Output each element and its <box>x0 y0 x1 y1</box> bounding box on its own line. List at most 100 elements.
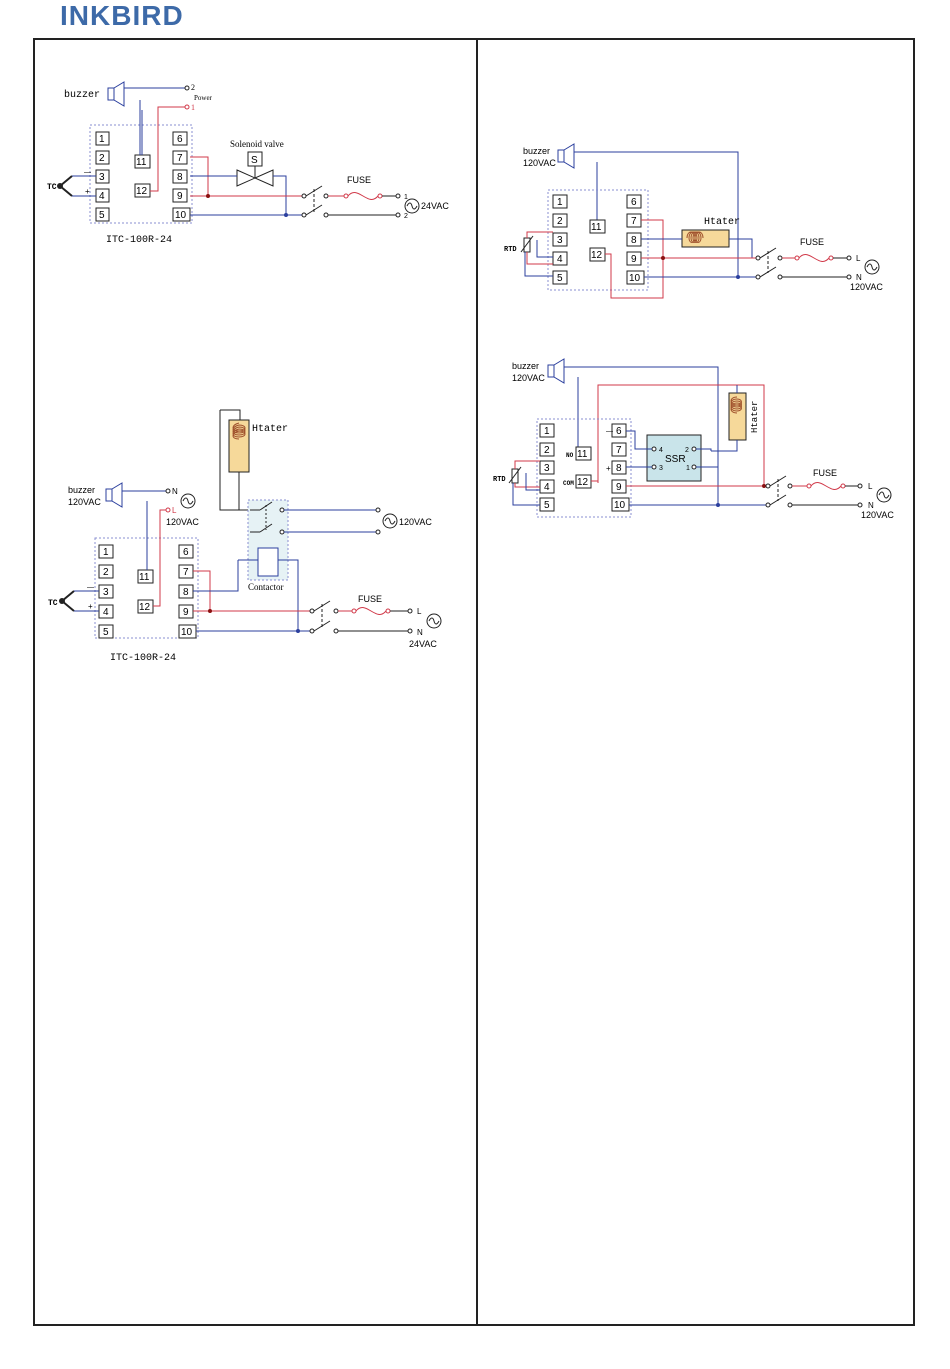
svg-text:10: 10 <box>629 273 641 284</box>
ac-source-icon <box>180 493 196 509</box>
terminal-block-left: 1 2 3 4 5 <box>552 194 568 285</box>
ssr-minus: — <box>606 428 613 435</box>
wiring-diagram-ssr: buzzer 120VAC Htater 1 2 3 4 5 6 7 8 9 1… <box>493 358 894 520</box>
supply-terminal-2: 2 <box>404 213 408 220</box>
contactor-label: Contactor <box>248 582 284 592</box>
supply-voltage: 120VAC <box>850 282 883 292</box>
supply-terminal-1: 1 <box>404 194 408 201</box>
rtd-sensor-icon <box>508 460 540 506</box>
svg-text:2: 2 <box>544 445 550 456</box>
heater-icon <box>681 229 730 248</box>
ssr-icon <box>646 434 702 482</box>
sensor-label: RTD <box>504 246 517 254</box>
svg-text:5: 5 <box>99 210 105 221</box>
svg-text:6: 6 <box>177 134 183 145</box>
sensor-label: TC <box>48 599 58 608</box>
svg-text:3: 3 <box>103 587 109 598</box>
controller-outline <box>547 189 649 291</box>
ac-source-icon <box>864 259 880 275</box>
buzzer-voltage: 120VAC <box>68 497 101 507</box>
fuse-icon <box>794 254 834 262</box>
buzzer-label: buzzer <box>523 146 550 156</box>
svg-text:6: 6 <box>616 426 622 437</box>
svg-text:4: 4 <box>557 254 563 265</box>
ssr-terminal-2: 2 <box>685 447 689 454</box>
buzzer-label: buzzer <box>512 361 539 371</box>
buzzer-label: buzzer <box>68 485 95 495</box>
svg-text:2: 2 <box>557 216 563 227</box>
supply-voltage: 24VAC <box>409 639 437 649</box>
svg-text:9: 9 <box>631 254 637 265</box>
sensor-label: RTD <box>493 476 506 484</box>
svg-text:4: 4 <box>99 191 105 202</box>
solenoid-valve-label: Solenoid valve <box>230 139 284 149</box>
model-label: ITC-100R-24 <box>110 653 176 664</box>
supply-l-label: L <box>868 482 873 491</box>
svg-text:6: 6 <box>183 547 189 558</box>
svg-text:2: 2 <box>103 567 109 578</box>
supply-l-label: L <box>856 254 861 263</box>
sensor-minus: — <box>87 584 94 591</box>
ac-source-icon <box>382 513 398 529</box>
fuse-label: FUSE <box>800 237 824 247</box>
terminal-block-middle: 11 12 <box>589 219 606 262</box>
fuse-icon <box>351 607 391 615</box>
wiring-diagram-rtd-heater: buzzer 120VAC 1 2 3 4 5 6 7 8 9 10 11 12… <box>504 143 883 299</box>
fuse-icon <box>343 192 383 200</box>
svg-text:12: 12 <box>591 250 603 261</box>
terminal-block-left: 1 2 3 4 5 <box>98 544 114 639</box>
ssr-terminal-3: 3 <box>659 465 663 472</box>
terminal-block-middle: 11 12 <box>134 154 151 198</box>
terminal-block-middle: 11 12 <box>575 446 592 489</box>
fuse-label: FUSE <box>347 175 371 185</box>
ac-source-icon <box>876 487 892 503</box>
svg-text:1: 1 <box>544 426 550 437</box>
ssr-label: SSR <box>665 454 686 465</box>
inkbird-logo: INKBIRD <box>60 0 183 30</box>
model-label: ITC-100R-24 <box>106 235 172 246</box>
buzzer-icon <box>105 482 123 508</box>
ssr-terminal-1: 1 <box>686 465 690 472</box>
svg-text:3: 3 <box>544 463 550 474</box>
svg-text:8: 8 <box>631 235 637 246</box>
wiring-diagram-solenoid: 1 2 3 4 5 6 7 8 9 10 11 12 buzzer 2 Powe… <box>47 81 449 246</box>
svg-text:S: S <box>251 155 258 166</box>
power-terminal-1: 1 <box>191 103 195 112</box>
supply-voltage: 24VAC <box>421 201 449 211</box>
svg-text:7: 7 <box>616 445 622 456</box>
contactor-coil-icon <box>257 547 279 577</box>
svg-text:11: 11 <box>591 222 602 233</box>
supply-n-label: N <box>868 501 874 510</box>
thermocouple-icon <box>59 590 99 612</box>
heater-voltage: 120VAC <box>399 517 432 527</box>
buzzer-voltage: 120VAC <box>512 373 545 383</box>
svg-text:1: 1 <box>99 134 105 145</box>
terminal-block-right: 6 7 8 9 10 <box>172 131 191 222</box>
svg-text:9: 9 <box>177 191 183 202</box>
heater-icon <box>728 392 747 441</box>
supply-n-label: N <box>856 273 862 282</box>
svg-text:10: 10 <box>181 627 193 638</box>
fuse-icon <box>806 482 846 490</box>
buzzer-voltage: 120VAC <box>523 158 556 168</box>
rtd-sensor-icon <box>520 231 553 277</box>
heater-icon <box>228 419 250 473</box>
svg-text:11: 11 <box>136 157 147 168</box>
fuse-label: FUSE <box>358 594 382 604</box>
svg-text:5: 5 <box>557 273 563 284</box>
svg-text:12: 12 <box>136 186 148 197</box>
terminal-block-left: 1 2 3 4 5 <box>539 423 555 512</box>
svg-text:7: 7 <box>631 216 637 227</box>
sensor-plus: + <box>85 187 90 196</box>
terminal-block-right: 6 7 8 9 10 <box>626 194 645 285</box>
ac-source-icon <box>426 613 442 629</box>
svg-text:7: 7 <box>183 567 189 578</box>
buzzer-icon <box>107 81 125 107</box>
sensor-plus: + <box>88 602 93 611</box>
ac-source-icon <box>404 198 420 214</box>
column-divider <box>476 38 478 1326</box>
svg-text:1: 1 <box>103 547 109 558</box>
power-label: Power <box>194 94 213 102</box>
svg-text:3: 3 <box>557 235 563 246</box>
controller-outline <box>94 537 199 639</box>
